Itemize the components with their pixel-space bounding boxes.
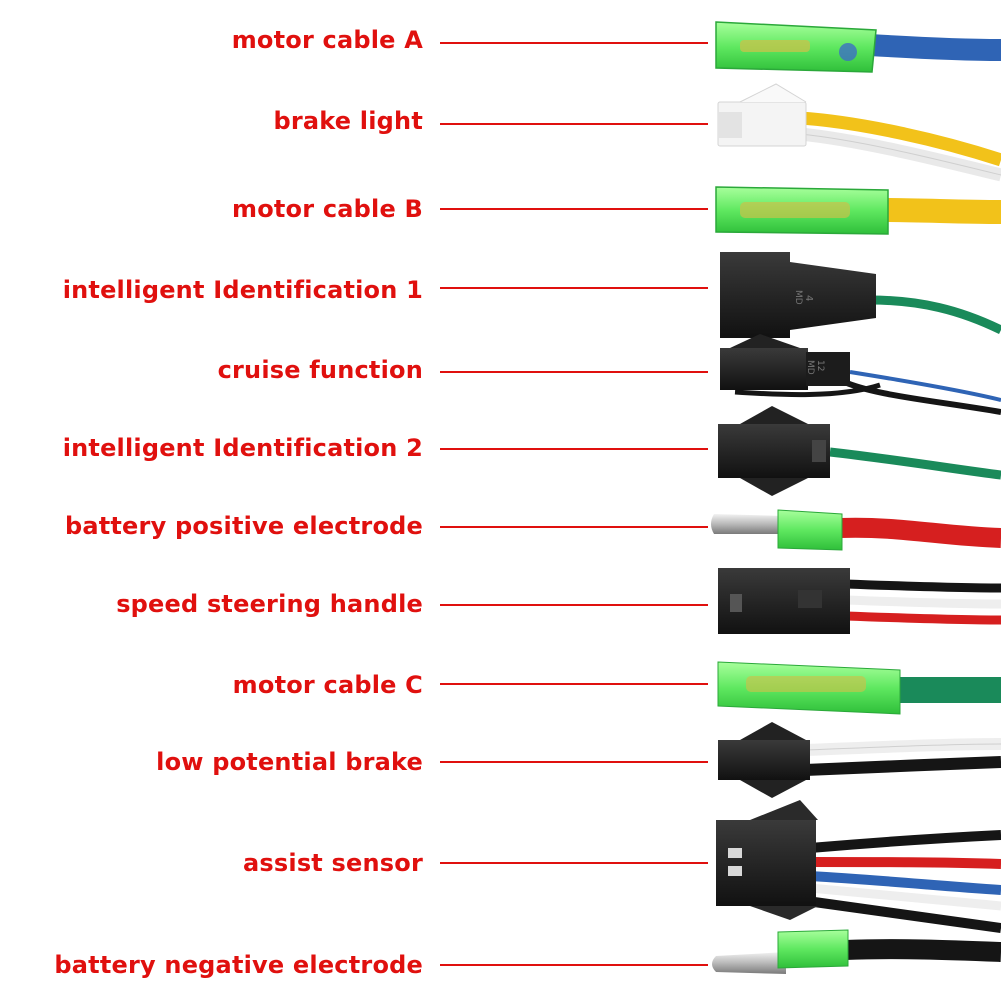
leader-line-battery-negative-electrode (440, 964, 708, 966)
leader-line-motor-cable-a (440, 42, 708, 44)
green-sleeve (777, 929, 849, 969)
battery-positive-electrode-connector (711, 509, 1001, 551)
speed-steering-handle-connector (718, 568, 1001, 634)
label-motor-cable-a: motor cable A (231, 26, 423, 54)
leader-line-speed-steering-handle (440, 604, 708, 606)
metal-pin (711, 514, 786, 534)
leader-line-motor-cable-c (440, 683, 708, 685)
intelligent-identification-2-connector (718, 406, 1001, 496)
motor-cable-a-connector (715, 21, 1001, 73)
black-housing (718, 740, 810, 780)
leader-line-battery-positive-electrode (440, 526, 708, 528)
motor-cable-b-connector (715, 186, 1001, 235)
black-wire (844, 939, 1001, 962)
black-wire (838, 377, 1001, 415)
leader-line-motor-cable-b (440, 208, 708, 210)
red-wire (809, 857, 1001, 869)
svg-text:MD: MD (805, 360, 815, 375)
label-intelligent-identification-1: intelligent Identification 1 (62, 276, 423, 304)
label-assist-sensor: assist sensor (243, 849, 423, 877)
svg-text:12: 12 (815, 360, 825, 371)
low-potential-brake-connector (718, 722, 1001, 798)
white-wire (809, 883, 1001, 911)
blue-wire (849, 370, 1001, 402)
leader-line-intelligent-identification-2 (440, 448, 708, 450)
label-speed-steering-handle: speed steering handle (116, 590, 423, 618)
battery-negative-electrode-connector (712, 929, 1001, 974)
green-wire (829, 447, 1001, 480)
black-housing (716, 820, 816, 906)
label-motor-cable-b: motor cable B (231, 195, 423, 223)
blue-wire (809, 871, 1001, 895)
label-motor-cable-c: motor cable C (232, 671, 423, 699)
label-brake-light: brake light (273, 107, 423, 135)
leader-line-assist-sensor (440, 862, 708, 864)
black-housing (718, 424, 830, 478)
metal-pin (712, 952, 786, 974)
label-intelligent-identification-2: intelligent Identification 2 (62, 434, 423, 462)
black-wire (845, 579, 1001, 593)
assist-sensor-connector (716, 800, 1001, 933)
svg-text:MD: MD (793, 290, 803, 305)
leader-line-cruise-function (440, 371, 708, 373)
black-wire (804, 756, 1001, 776)
label-battery-positive-electrode: battery positive electrode (64, 512, 423, 540)
white-wire (845, 595, 1001, 609)
black-wire (809, 830, 1001, 853)
label-low-potential-brake: low potential brake (156, 748, 423, 776)
green-sleeve (777, 509, 843, 551)
red-wire (845, 611, 1001, 625)
label-cruise-function: cruise function (217, 356, 423, 384)
svg-text:4: 4 (803, 295, 814, 301)
brake-light-connector (717, 83, 1001, 182)
yellow-wire (879, 198, 1001, 224)
cruise-function-connector: 12 MD (720, 334, 1001, 415)
motor-cable-c-connector (717, 661, 1001, 715)
red-wire (839, 517, 1001, 548)
leader-line-low-potential-brake (440, 761, 708, 763)
blue-wire (869, 34, 1001, 61)
yellow-wire (799, 111, 1001, 167)
label-battery-negative-electrode: battery negative electrode (54, 951, 423, 979)
leader-line-intelligent-identification-1 (440, 287, 708, 289)
black-housing (720, 252, 876, 338)
black-housing (720, 348, 808, 390)
green-wire (869, 295, 1001, 335)
intelligent-identification-1-connector: 4 MD (720, 252, 1001, 338)
leader-line-brake-light (440, 123, 708, 125)
